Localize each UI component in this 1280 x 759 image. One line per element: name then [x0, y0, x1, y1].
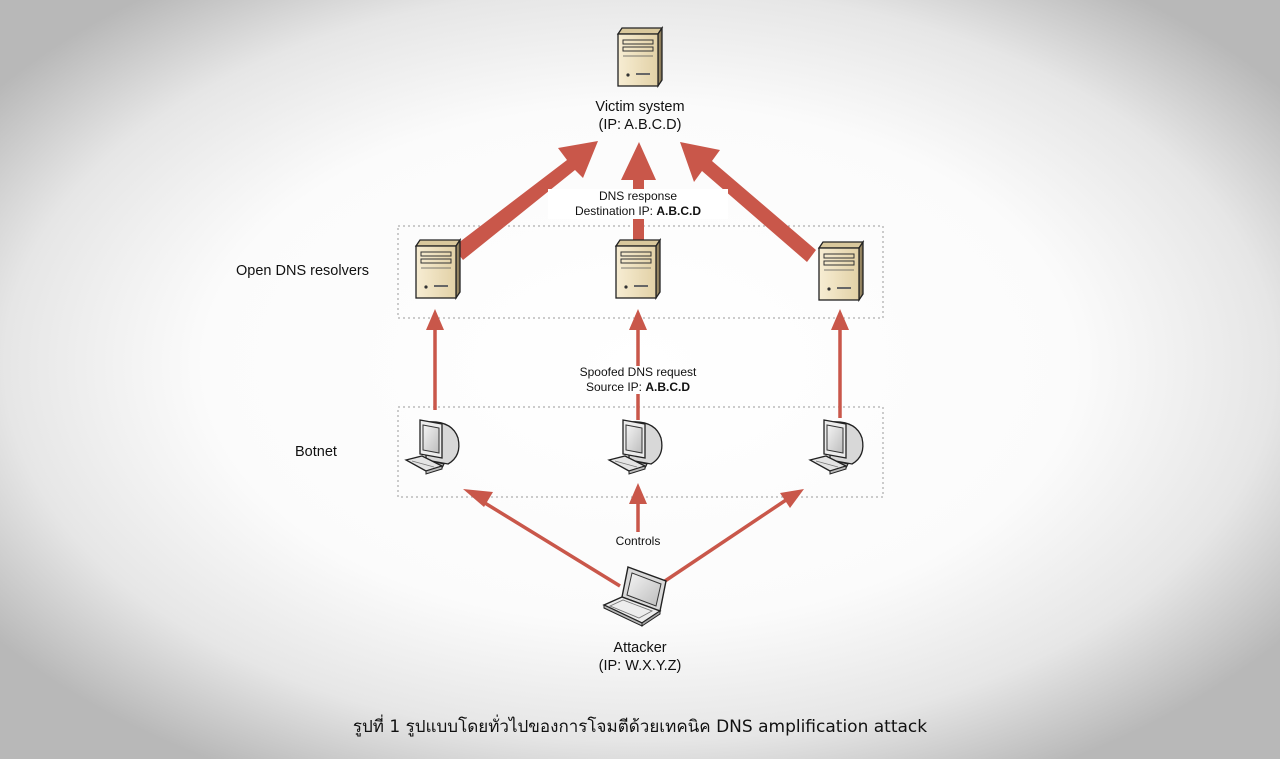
source-ip-prefix: Source IP:	[585, 380, 646, 394]
attacker-ip: (IP: W.X.Y.Z)	[598, 658, 682, 674]
destination-ip-prefix: Destination IP:	[574, 204, 657, 218]
botnet-group-box	[397, 406, 884, 498]
botnet-label: Botnet	[295, 444, 337, 460]
spoofed-request-title: Spoofed DNS request	[579, 365, 697, 379]
control-arrows	[463, 483, 804, 588]
response-arrow-right	[680, 142, 816, 262]
victim-label: Victim system (IP: A.B.C.D)	[560, 98, 720, 134]
source-ip-value: A.B.C.D	[645, 380, 691, 394]
response-arrow-left	[453, 141, 598, 260]
bot-computer-icon-right	[809, 419, 864, 475]
dns-response-title: DNS response	[598, 189, 678, 203]
figure-caption: รูปที่ 1 รูปแบบโดยทั่วไปของการโจมตีด้วยเ…	[352, 717, 928, 737]
dns-response-destination: Destination IP: A.B.C.D	[548, 204, 728, 219]
resolver-server-icon-right	[818, 241, 864, 301]
resolvers-group-box	[397, 225, 884, 319]
attacker-label: Attacker (IP: W.X.Y.Z)	[560, 639, 720, 675]
controls-label: Controls	[615, 534, 661, 548]
resolver-server-icon-center	[615, 239, 661, 299]
victim-name: Victim system	[595, 99, 685, 115]
dns-response-label: DNS response Destination IP: A.B.C.D	[548, 189, 728, 219]
victim-server-icon	[617, 27, 663, 87]
open-dns-resolvers-label: Open DNS resolvers	[236, 263, 369, 279]
bot-computer-icon-left	[405, 419, 460, 475]
spoofed-request-source: Source IP: A.B.C.D	[548, 380, 728, 395]
bot-computer-icon-center	[608, 419, 663, 475]
destination-ip-value: A.B.C.D	[656, 204, 702, 218]
spoofed-request-label: Spoofed DNS request Source IP: A.B.C.D	[548, 365, 728, 395]
resolver-server-icon-left	[415, 239, 461, 299]
attacker-laptop-icon	[603, 566, 667, 627]
victim-ip: (IP: A.B.C.D)	[598, 117, 682, 133]
attacker-name: Attacker	[613, 640, 667, 656]
spoofed-request-arrows	[426, 309, 849, 420]
